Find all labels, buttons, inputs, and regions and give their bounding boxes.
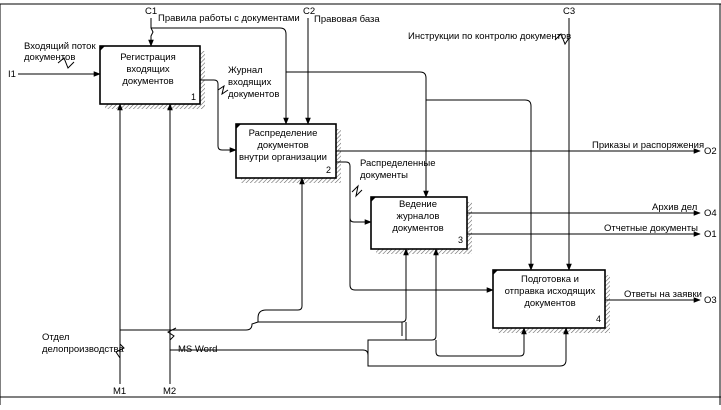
mechanism-m1-label-line2: делопроизводства <box>42 344 124 355</box>
control-c1-code: C1 <box>145 6 157 17</box>
box-1[interactable]: Регистрация входящих документов 1 <box>99 45 205 109</box>
control-c2-code: C2 <box>303 6 315 17</box>
mechanism-m1-arrow[interactable]: M1 Отдел делопроизводства <box>42 103 409 397</box>
output-o3-label: Ответы на заявки <box>624 289 702 300</box>
output-o4-arrow[interactable]: Архив дел O4 <box>467 202 717 219</box>
box-1-label-line3: документов <box>122 76 173 87</box>
mechanism-m1-code: M1 <box>113 386 126 397</box>
control-c1-arrow[interactable]: C1 Правила работы с документами <box>145 6 300 125</box>
control-c1-branch[interactable] <box>286 71 534 271</box>
journal-label-line3: документов <box>228 89 279 100</box>
box-2-label-line2: документов <box>257 140 308 151</box>
input-i1-label-line1: Входящий поток <box>24 41 96 52</box>
box-2-label-line1: Распределение <box>249 128 318 139</box>
output-o3-arrow[interactable]: Ответы на заявки O3 <box>605 289 717 306</box>
control-c1-label: Правила работы с документами <box>158 13 300 24</box>
distributed-label-line2: документы <box>360 170 408 181</box>
journal-arrow[interactable]: Журнал входящих документов <box>200 65 279 153</box>
journal-label-line2: входящих <box>228 77 272 88</box>
output-o1-label: Отчетные документы <box>604 223 698 234</box>
mechanism-m1-label-line1: Отдел <box>42 332 69 343</box>
output-o1-code: O1 <box>704 229 717 240</box>
box-3-label-line2: журналов <box>397 211 440 222</box>
output-o2-label: Приказы и распоряжения <box>592 140 704 151</box>
mechanism-m2-arrow[interactable]: M2 MS Word <box>163 103 569 397</box>
input-i1-label-line2: документов <box>24 52 75 63</box>
box-4-number: 4 <box>596 314 601 324</box>
journal-label-line1: Журнал <box>228 65 263 76</box>
box-4[interactable]: Подготовка и отправка исходящих документ… <box>492 269 610 333</box>
box-3-label-line3: документов <box>392 223 443 234</box>
output-o1-arrow[interactable]: Отчетные документы O1 <box>467 223 717 240</box>
box-1-label-line1: Регистрация <box>120 52 176 63</box>
box-1-number: 1 <box>191 92 196 102</box>
output-o2-arrow[interactable]: Приказы и распоряжения O2 <box>336 140 717 157</box>
control-c2-label: Правовая база <box>314 14 380 25</box>
box-2-number: 2 <box>326 165 331 175</box>
page-frame <box>0 3 721 405</box>
distributed-label-line1: Распределенные <box>360 158 436 169</box>
output-o4-label: Архив дел <box>652 202 697 213</box>
output-o3-code: O3 <box>704 295 717 306</box>
box-3-number: 3 <box>458 235 463 245</box>
input-i1-code: I1 <box>8 69 16 80</box>
input-i1-arrow[interactable]: I1 Входящий поток документов <box>8 41 101 80</box>
box-2[interactable]: Распределение документов внутри организа… <box>235 123 341 183</box>
output-o4-code: O4 <box>704 208 717 219</box>
mechanism-m2-code: M2 <box>163 386 176 397</box>
control-c3-code: C3 <box>563 6 575 17</box>
feedback-line <box>401 322 407 340</box>
box-4-label-line2: отправка исходящих <box>505 286 596 297</box>
box-1-label-line2: входящих <box>126 64 170 75</box>
box-4-label-line3: документов <box>524 298 575 309</box>
output-o2-code: O2 <box>704 146 717 157</box>
box-4-label-line1: Подготовка и <box>521 274 579 285</box>
box-2-label-line3: внутри организации <box>239 152 327 163</box>
control-c3-label: Инструкции по контролю документов <box>408 31 571 42</box>
mechanism-m2-label: MS Word <box>178 344 217 355</box>
control-c3-arrow[interactable]: C3 Инструкции по контролю документов <box>408 6 575 271</box>
box-3[interactable]: Ведение журналов документов 3 <box>370 196 472 254</box>
control-c2-arrow[interactable]: C2 Правовая база <box>303 6 380 125</box>
box-3-label-line1: Ведение <box>399 199 437 210</box>
distributed-docs-arrow[interactable]: Распределенные документы <box>336 158 494 293</box>
